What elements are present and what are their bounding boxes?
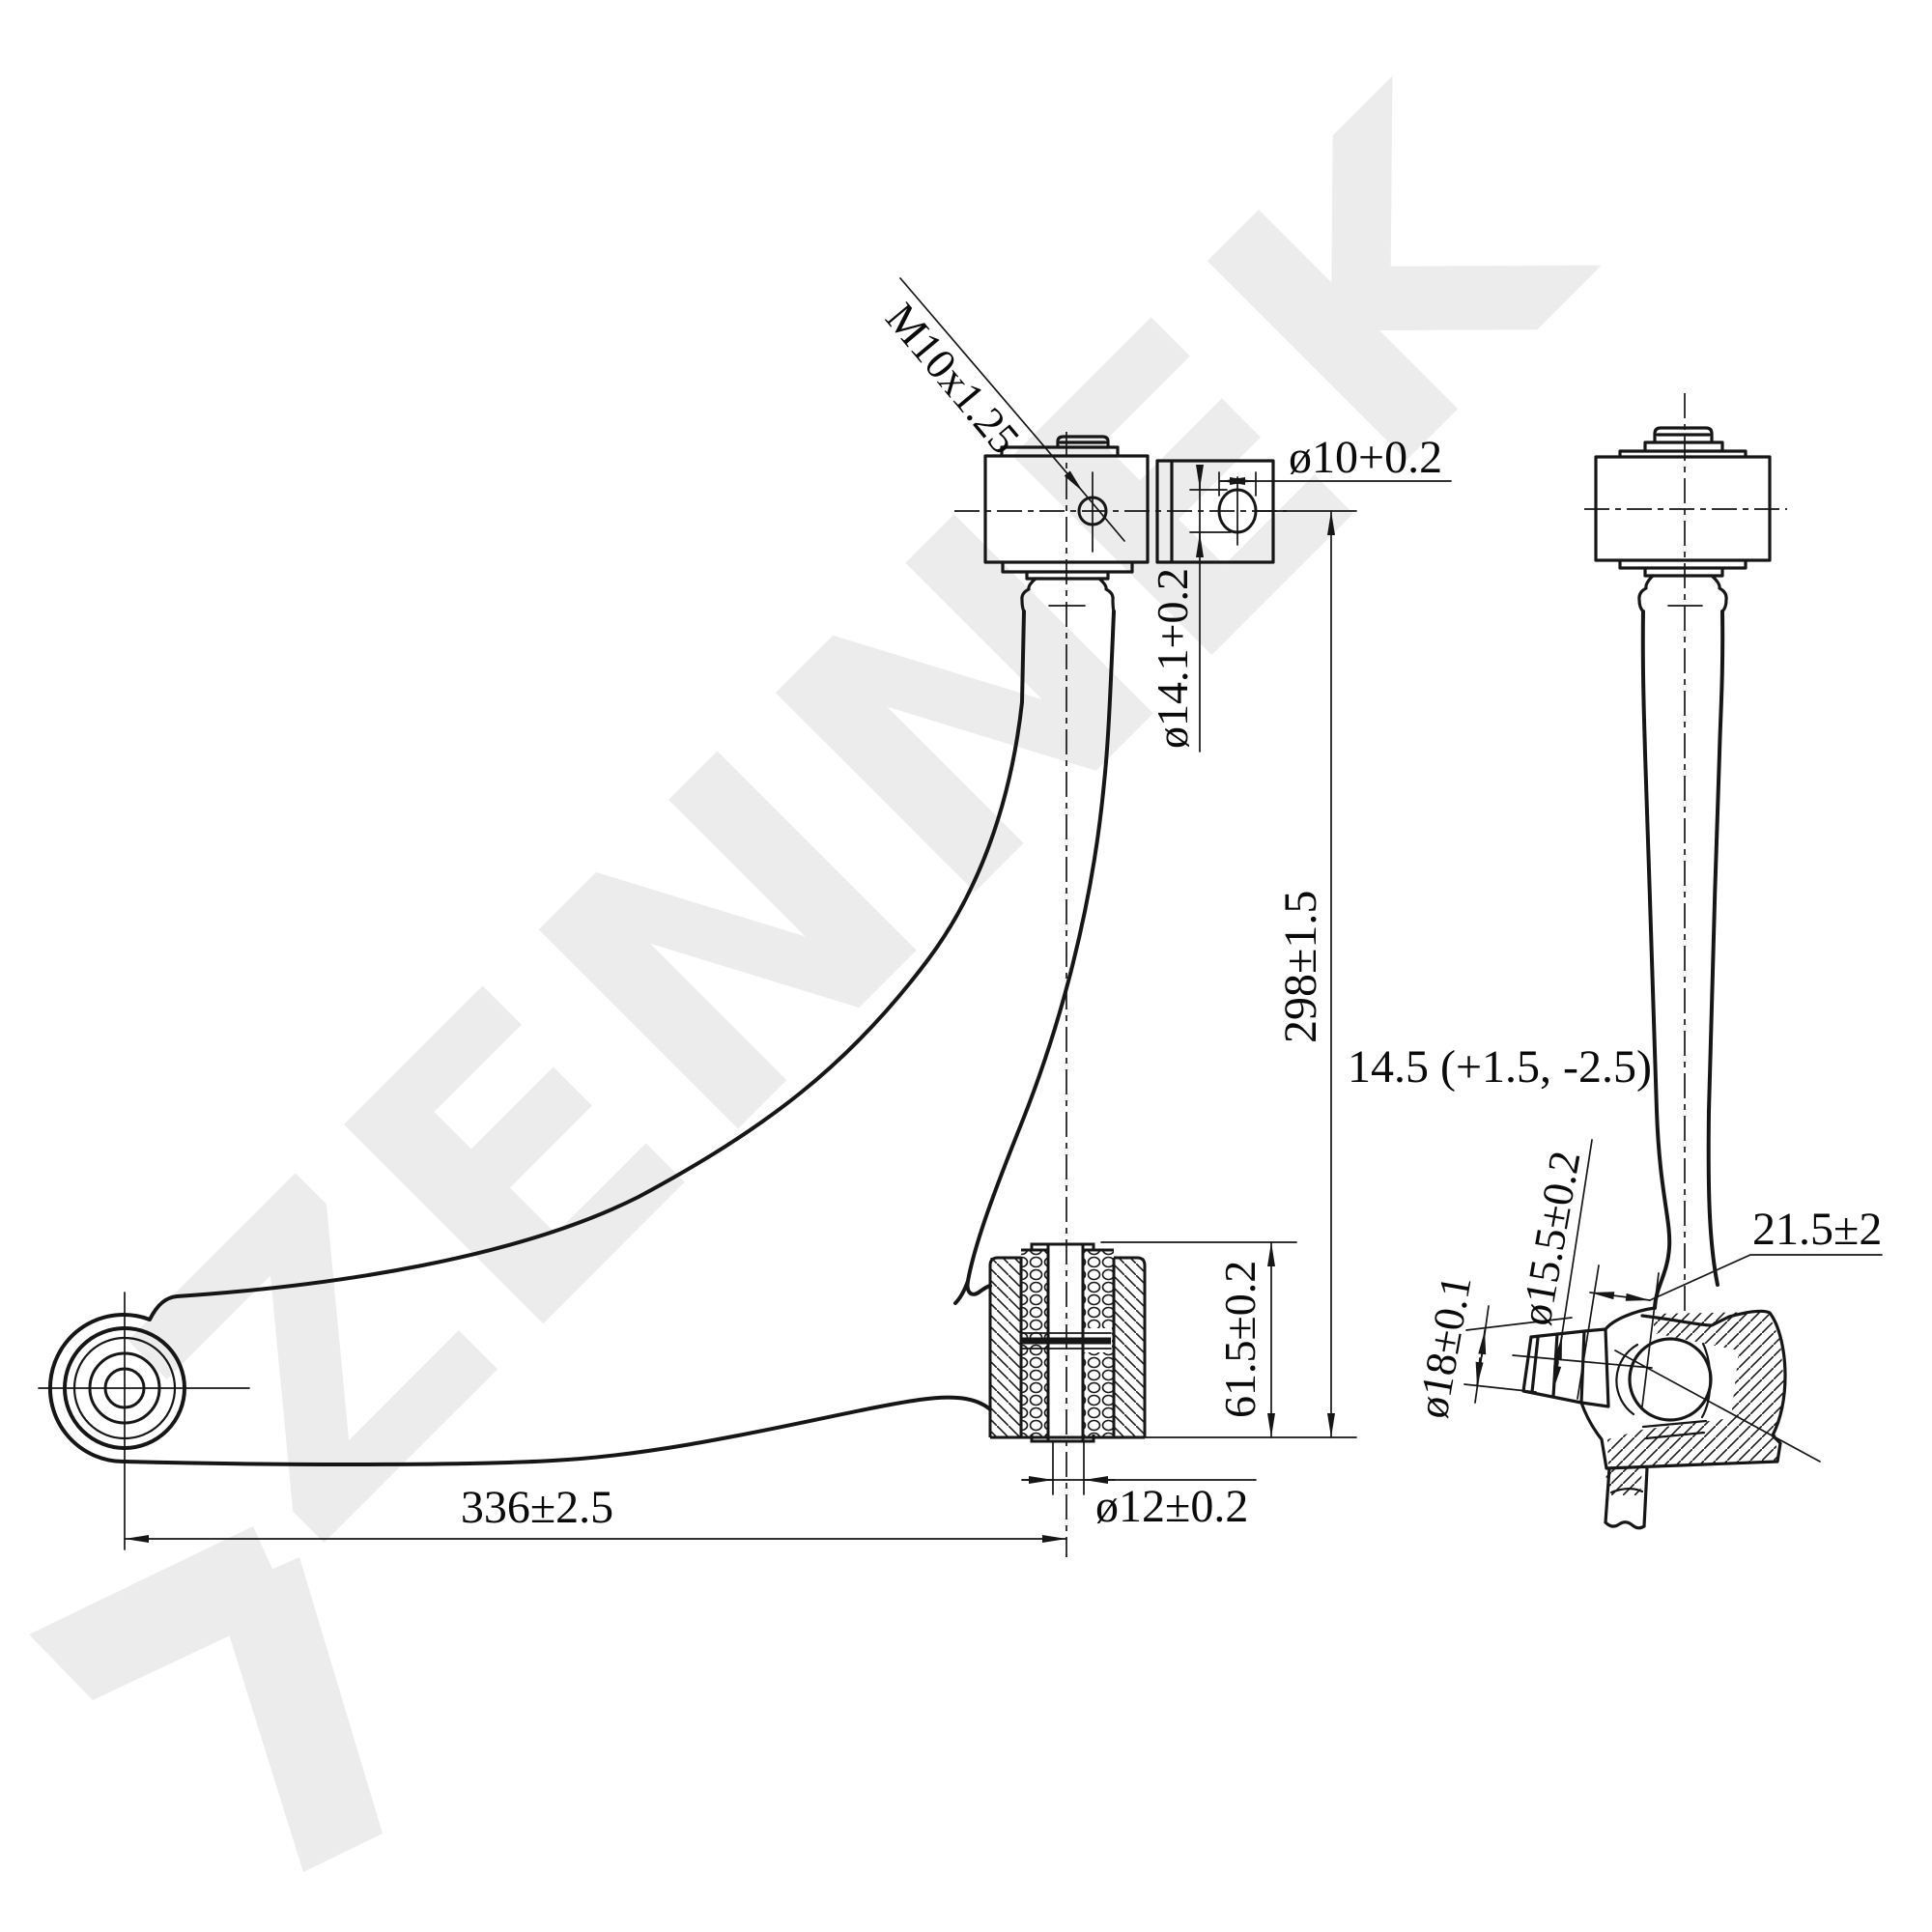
hole-axis-ticks-front <box>1048 471 1238 607</box>
watermark-chevron-right-arm <box>216 1557 383 1872</box>
dim-label-stud-head: ø18±0.1 <box>1408 1272 1481 1422</box>
ball-joint <box>1512 1306 1821 1530</box>
arm-outline-front <box>47 610 1116 1466</box>
dim-label-arm-length: 336±2.5 <box>461 1482 613 1533</box>
dim-label-clamp-hole: ø10+0.2 <box>1289 432 1442 483</box>
dimensions-front: M10x1.25 ø10+0.2 ø14.1+0.2 298±1.5 61.5±… <box>124 277 1452 1543</box>
stud-axis-line <box>1512 1354 1653 1369</box>
leader-thread-tail <box>1082 491 1125 542</box>
extension-lines-front <box>1021 471 1452 1495</box>
dim-label-thread-spec: M10x1.25 <box>876 294 1029 463</box>
bushing-housing-left-section <box>990 1258 1021 1437</box>
tab-section <box>1605 1467 1642 1495</box>
dim-label-center-distance: 298±1.5 <box>1275 891 1326 1043</box>
socket-wall-top-section <box>1654 1312 1780 1350</box>
arrow-stud-head-top <box>1478 1329 1487 1357</box>
side-view: 14.5 (+1.5, -2.5) 21.5±2 ø15.5±0.2 ø18±0… <box>1348 393 1883 1530</box>
stud <box>1521 1327 1610 1408</box>
dim-label-stud-taper: 21.5±2 <box>1752 1204 1882 1255</box>
shaft-outline-side <box>1640 610 1725 1310</box>
front-view: M10x1.25 ø10+0.2 ø14.1+0.2 298±1.5 61.5±… <box>38 277 1452 1557</box>
watermark-chevron-left-arm <box>29 1526 290 1700</box>
dim-label-clamp-slot: ø14.1+0.2 <box>1148 568 1197 749</box>
watermark-logo-chevron <box>29 1526 383 1872</box>
socket-inner-details <box>1609 1342 1712 1494</box>
extension-lines-side <box>1463 1139 1883 1407</box>
bushing-housing-right-section <box>1114 1258 1145 1437</box>
lower-bushing <box>988 1242 1147 1443</box>
top-bushing-side <box>1594 426 1772 613</box>
arrow-stud-head-bottom <box>1475 1357 1484 1387</box>
socket-wall-bottom-section <box>1607 1418 1777 1467</box>
dim-line-stud-taper <box>1589 1292 1651 1301</box>
dim-label-ball-offset: 14.5 (+1.5, -2.5) <box>1348 1041 1652 1093</box>
bushing-eye <box>38 1292 250 1550</box>
eye-centerlines <box>38 1292 250 1550</box>
dim-label-bushing-bore: ø12±0.2 <box>1095 1481 1248 1532</box>
housing-outline <box>1579 1306 1787 1530</box>
top-bushing-front <box>983 435 1150 613</box>
arrow-stud-thread-top <box>1553 1335 1563 1365</box>
leader-thread-spec <box>899 277 1084 493</box>
dim-label-stud-thread: ø15.5±0.2 <box>1512 1148 1590 1329</box>
ball-leader-line <box>1614 1350 1821 1463</box>
arrow-stud-thread-bottom <box>1552 1361 1562 1391</box>
centerlines-front <box>954 432 1287 1557</box>
dim-label-bushing-height: 61.5±0.2 <box>1215 1261 1264 1418</box>
centerlines-side <box>1584 393 1787 1314</box>
socket-wall-right-section <box>1731 1341 1785 1434</box>
